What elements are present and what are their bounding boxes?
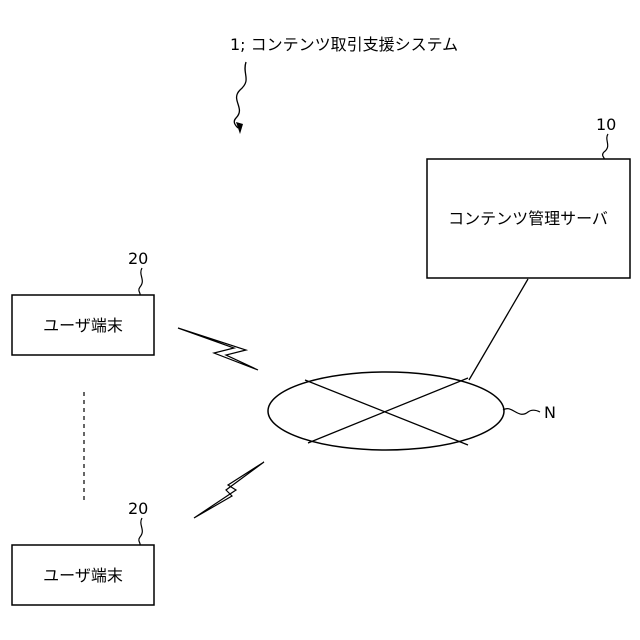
server-label: コンテンツ管理サーバ [448,209,608,228]
terminal-1-ref-leader [139,268,142,295]
server-ref-leader [603,134,608,160]
system-arrow-leader [234,62,246,128]
terminal-2-ref: 20 [128,499,148,518]
system-arrow-head [236,122,243,134]
wireless-link-1-icon [178,328,258,370]
network-n [268,372,504,450]
server-network-link [469,279,528,380]
system-label: 1; コンテンツ取引支援システム [230,35,458,54]
terminal-1-label: ユーザ端末 [43,316,123,335]
network-ref-leader [503,409,540,415]
server-ref: 10 [596,115,616,134]
network-ref: N [544,403,556,422]
terminal-2-ref-leader [139,518,142,545]
terminal-1-ref: 20 [128,249,148,268]
wireless-link-2-icon [194,462,264,518]
terminal-2-label: ユーザ端末 [43,566,123,585]
